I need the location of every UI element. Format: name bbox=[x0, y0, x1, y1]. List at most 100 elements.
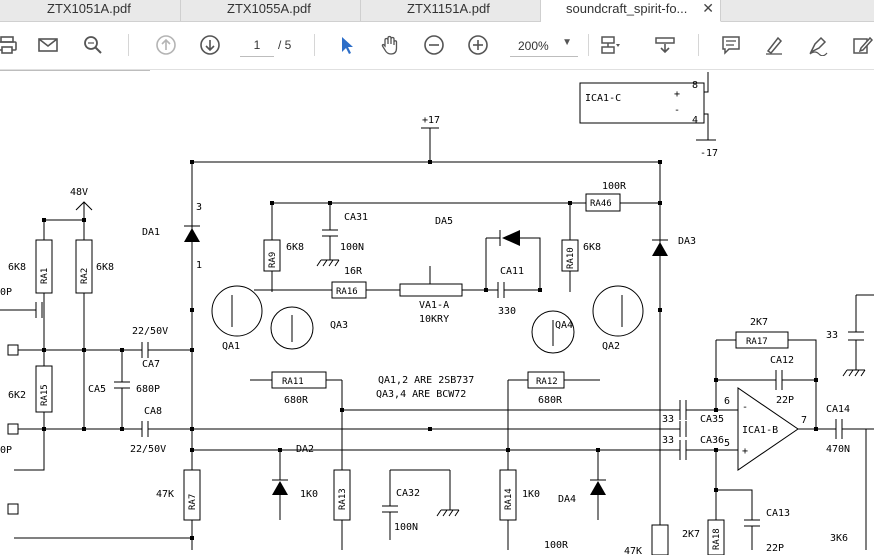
label-da4: DA4 bbox=[558, 494, 576, 505]
label-2k7-b: 2K7 bbox=[682, 529, 700, 540]
label-470n: 470N bbox=[826, 444, 850, 455]
label-pin6: 6 bbox=[724, 396, 730, 407]
label-ca32: CA32 bbox=[396, 488, 420, 499]
label-va1a: VA1-A bbox=[419, 300, 449, 311]
label-22p: 22P bbox=[776, 395, 794, 406]
label-da5: DA5 bbox=[435, 216, 453, 227]
label-2k7-a: 2K7 bbox=[750, 317, 768, 328]
tab-ztx1055a[interactable]: ZTX1055A.pdf bbox=[181, 0, 361, 21]
edit-icon[interactable] bbox=[849, 32, 874, 58]
tab-soundcraft[interactable]: soundcraft_spirit-fo... ✕ bbox=[541, 0, 721, 22]
label-1k0-b: 1K0 bbox=[522, 489, 540, 500]
email-icon[interactable] bbox=[35, 32, 61, 58]
sign-icon[interactable] bbox=[805, 32, 831, 58]
label-ca7: CA7 bbox=[142, 359, 160, 370]
label-6k2: 6K2 bbox=[8, 390, 26, 401]
label-ca12: CA12 bbox=[770, 355, 794, 366]
label-ra10: RA10 bbox=[566, 247, 576, 269]
label-ra7: RA7 bbox=[188, 494, 198, 510]
label-minus-b: - bbox=[742, 402, 748, 413]
page-total: / 5 bbox=[278, 38, 292, 52]
label-33-c: 33 bbox=[826, 330, 838, 341]
print-icon[interactable] bbox=[0, 32, 20, 58]
highlight-icon[interactable] bbox=[761, 32, 787, 58]
find-icon[interactable] bbox=[80, 32, 106, 58]
label-da1: DA1 bbox=[142, 227, 160, 238]
toolbar: / 5 200% ▼ bbox=[0, 22, 874, 70]
fit-page-icon[interactable] bbox=[597, 32, 623, 58]
label-0p-a: 0P bbox=[0, 287, 12, 298]
label-ca36: CA36 bbox=[700, 435, 724, 446]
close-icon[interactable]: ✕ bbox=[702, 0, 714, 16]
zoom-in-icon[interactable] bbox=[465, 32, 491, 58]
label-qa2: QA2 bbox=[602, 341, 620, 352]
chevron-down-icon: ▼ bbox=[562, 37, 572, 48]
label-ra16: RA16 bbox=[336, 287, 358, 297]
tab-label: ZTX1051A.pdf bbox=[47, 1, 131, 16]
label-ra17: RA17 bbox=[746, 337, 768, 347]
label-da3: DA3 bbox=[678, 236, 696, 247]
zoom-select[interactable]: 200% ▼ bbox=[510, 34, 578, 57]
comment-icon[interactable] bbox=[718, 32, 744, 58]
tab-label: ZTX1055A.pdf bbox=[227, 1, 311, 16]
junction-dots bbox=[42, 160, 818, 540]
label-ra15: RA15 bbox=[40, 384, 50, 406]
hand-pan-icon[interactable] bbox=[377, 32, 403, 58]
next-page-icon[interactable] bbox=[197, 32, 223, 58]
label-ca11: CA11 bbox=[500, 266, 524, 277]
label-2250v-a: 22/50V bbox=[132, 326, 168, 337]
note-qa34: QA3,4 ARE BCW72 bbox=[376, 389, 466, 400]
label-ra9: RA9 bbox=[268, 252, 278, 268]
label-ca14: CA14 bbox=[826, 404, 850, 415]
label-22p-b: 22P bbox=[766, 543, 784, 554]
label-330: 330 bbox=[498, 306, 516, 317]
label-ra12: RA12 bbox=[536, 377, 558, 387]
label-0p-b: 0P bbox=[0, 445, 12, 456]
label-10kry: 10KRY bbox=[419, 314, 449, 325]
label-qa3: QA3 bbox=[330, 320, 348, 331]
document-viewport[interactable]: ICA1-C + - 8 4 -17 +17 RA46 100R RA9 6K8… bbox=[0, 70, 874, 555]
label-100r-b: 100R bbox=[544, 540, 569, 551]
toolbar-divider bbox=[128, 34, 129, 56]
label-33-a: 33 bbox=[662, 414, 674, 425]
tab-ztx1051a[interactable]: ZTX1051A.pdf bbox=[0, 0, 181, 21]
label-ca31: CA31 bbox=[344, 212, 368, 223]
label-ca8: CA8 bbox=[144, 406, 162, 417]
tab-bar: ZTX1051A.pdf ZTX1055A.pdf ZTX1151A.pdf s… bbox=[0, 0, 874, 22]
label-qa1: QA1 bbox=[222, 341, 240, 352]
label-qa4: QA4 bbox=[555, 320, 573, 331]
label-plus: + bbox=[674, 89, 680, 100]
prev-page-icon[interactable] bbox=[153, 32, 179, 58]
label-ica1b: ICA1-B bbox=[742, 425, 778, 436]
page-number-input[interactable] bbox=[240, 34, 274, 57]
toolbar-divider bbox=[314, 34, 315, 56]
label-pin1a: 1 bbox=[196, 260, 202, 271]
note-qa12: QA1,2 ARE 2SB737 bbox=[378, 375, 474, 386]
label-100n: 100N bbox=[340, 242, 364, 253]
tab-label: soundcraft_spirit-fo... bbox=[566, 1, 688, 16]
label-ra11: RA11 bbox=[282, 377, 304, 387]
label-ca5: CA5 bbox=[88, 384, 106, 395]
label-6k8a: 6K8 bbox=[286, 242, 304, 253]
zoom-value: 200% bbox=[518, 39, 549, 53]
tab-ztx1151a[interactable]: ZTX1151A.pdf bbox=[361, 0, 541, 21]
label-100r: 100R bbox=[602, 181, 627, 192]
label-47k-b: 47K bbox=[624, 546, 642, 555]
label-ca35: CA35 bbox=[700, 414, 724, 425]
label-680r-a: 680R bbox=[284, 395, 309, 406]
label-48v: 48V bbox=[70, 187, 88, 198]
label-ra13: RA13 bbox=[338, 488, 348, 510]
label-6k8b: 6K8 bbox=[583, 242, 601, 253]
label-pin5: 5 bbox=[724, 438, 730, 449]
label-da2: DA2 bbox=[296, 444, 314, 455]
label-pin4: 4 bbox=[692, 115, 698, 126]
label-pin7: 7 bbox=[801, 415, 807, 426]
scroll-mode-icon[interactable] bbox=[652, 32, 678, 58]
label-plus-b: + bbox=[742, 446, 748, 457]
zoom-out-icon[interactable] bbox=[421, 32, 447, 58]
label-v17p: +17 bbox=[422, 115, 440, 126]
label-ra46: RA46 bbox=[590, 199, 612, 209]
select-cursor-icon[interactable] bbox=[333, 32, 359, 58]
label-pin8: 8 bbox=[692, 80, 698, 91]
label-680p: 680P bbox=[136, 384, 160, 395]
